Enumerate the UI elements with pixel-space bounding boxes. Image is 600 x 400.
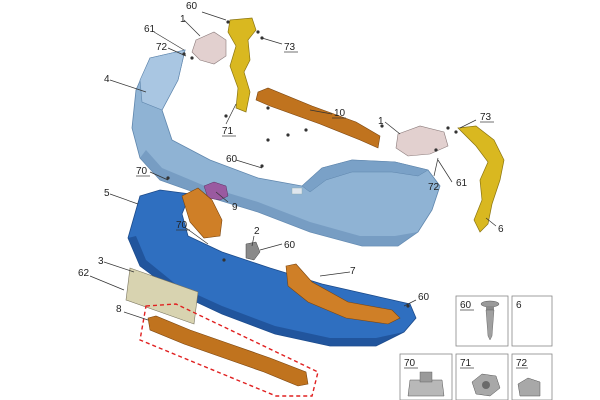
license-plate-part [125,267,199,325]
callout-70-left: 70 [136,166,148,177]
legend-box-70: 70 [399,353,453,400]
clip-nut-icon [407,379,445,397]
small-bracket-part [245,241,261,261]
bumper-cover-wheel-arch [301,159,429,193]
callout-3: 3 [98,256,104,267]
bracket-left-shape [227,17,257,113]
callout-60-low: 60 [284,240,296,251]
fastener-legend: 60 6 70 71 72 [399,295,553,400]
callout-62: 62 [78,268,90,279]
reflector-strip-shape [285,263,401,325]
small-bracket-shape [245,241,261,261]
legend-box-60-label: 60 [460,300,472,311]
bracket-right-shape [457,125,505,233]
mount-bracket-left-shape [191,31,227,65]
callout-73-top: 73 [284,42,296,53]
callout-61-right: 61 [456,178,468,189]
callout-60-top: 60 [186,1,198,12]
reinforcement-bar-shape [255,87,381,149]
callout-70-mid: 70 [176,220,188,231]
mount-bracket-right-part [395,125,449,157]
fastener-dots [166,20,458,308]
callout-9: 9 [232,202,238,213]
leader-lines [89,11,497,321]
reflector-left-part [181,187,223,239]
callout-5: 5 [104,188,110,199]
license-plate-shape [125,267,199,325]
reflector-left-shape [181,187,223,239]
legend-box-70-label: 70 [404,358,416,369]
callout-72-top: 72 [156,42,168,53]
callout-60-right: 60 [418,292,430,303]
mount-bracket-left-part [191,31,227,65]
lower-trim-part [139,303,319,397]
callout-72-right: 72 [428,182,440,193]
reflector-strip-part [285,263,401,325]
bumper-cover-top-face [139,49,186,111]
callout-71: 71 [222,126,234,137]
callout-2: 2 [254,226,260,237]
reinforcement-bar-part [255,87,381,149]
callout-7: 7 [350,266,356,277]
legend-box-60: 60 [455,295,509,347]
highlight-dashed-box [139,303,319,397]
callout-8: 8 [116,304,122,315]
legend-box-72-label: 72 [516,358,528,369]
callout-10: 10 [334,108,346,119]
legend-box-6x: 6 [511,295,553,347]
callout-73-right: 73 [480,112,492,123]
bumper-cover-lower-shade [140,150,418,246]
callout-labels: 60 1 61 72 73 4 10 71 1 73 60 70 72 61 5… [78,1,504,315]
bumper-cover-pad [291,187,303,195]
mount-bracket-right-shape [395,125,449,157]
callout-60-mid: 60 [226,154,238,165]
legend-box-6x-label: 6 [516,300,522,311]
callout-1-top: 1 [180,14,186,25]
callout-1-right: 1 [378,116,384,127]
legend-box-71: 71 [455,353,509,400]
callout-6: 6 [498,224,504,235]
legend-box-72: 72 [511,353,553,400]
bracket-left-part [227,17,257,113]
callout-4: 4 [104,74,110,85]
legend-box-71-label: 71 [460,358,472,369]
bracket-right-part [457,125,505,233]
callout-61-top: 61 [144,24,156,35]
lower-trim-shape [147,315,309,387]
